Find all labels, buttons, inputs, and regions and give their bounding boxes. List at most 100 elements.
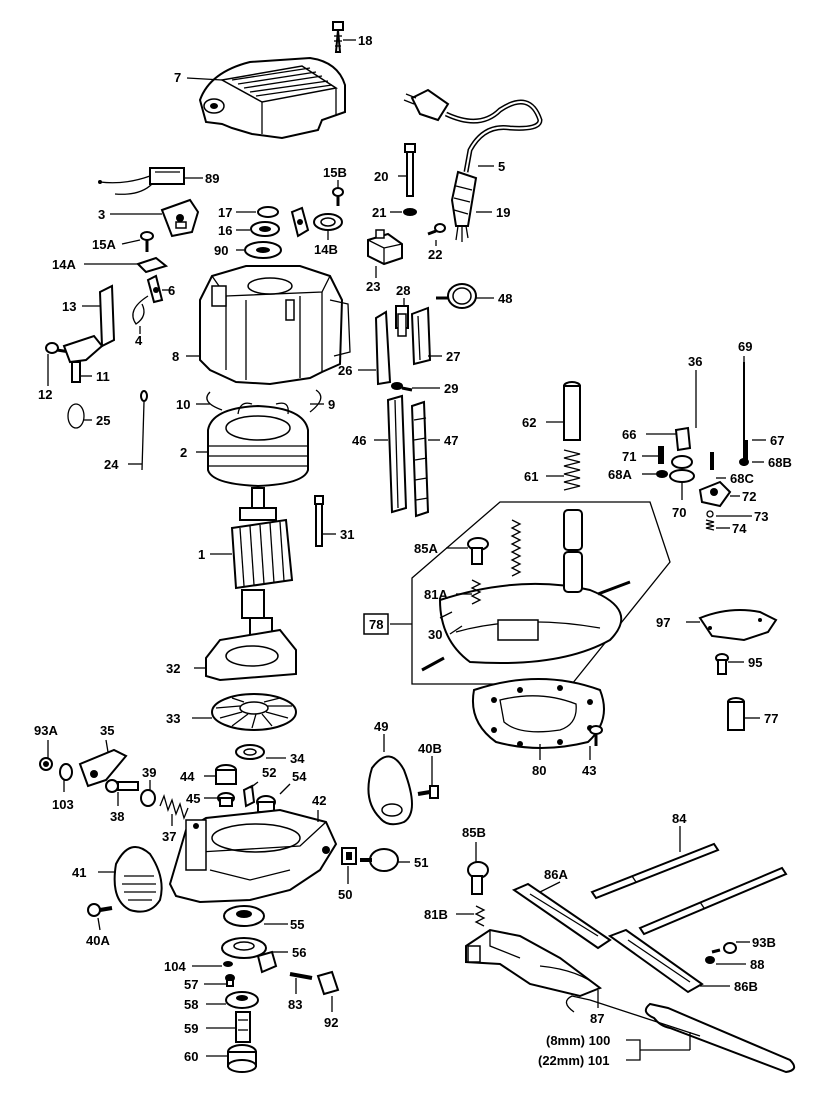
- label-14B: 14B: [314, 242, 338, 257]
- part-60-nut: [227, 1044, 257, 1073]
- part-4-wire: [132, 295, 149, 325]
- label-12: 12: [38, 387, 52, 402]
- part-54-nut: [256, 795, 276, 813]
- part-45-screw: [217, 792, 235, 807]
- label-62: 62: [522, 415, 536, 430]
- label-67: 67: [770, 433, 784, 448]
- part-95-screw: [715, 653, 729, 675]
- part-89-brush: [98, 167, 185, 195]
- label-81B: 81B: [424, 907, 448, 922]
- part-35-lever: [78, 748, 128, 788]
- part-7-top-housing: [198, 56, 346, 140]
- label-57: 57: [184, 977, 198, 992]
- label-31: 31: [340, 527, 354, 542]
- label-9: 9: [328, 397, 335, 412]
- part-84-guide-rods: [590, 842, 788, 936]
- label-78-box: [363, 613, 389, 635]
- part-32-baffle: [205, 628, 297, 682]
- label-16: 16: [218, 223, 232, 238]
- label-101: (22mm) 101: [538, 1053, 610, 1068]
- label-27: 27: [446, 349, 460, 364]
- label-51: 51: [414, 855, 428, 870]
- leader-lines: [47, 39, 766, 1061]
- label-30: 30: [428, 627, 442, 642]
- part-18-screw: [332, 21, 344, 53]
- part-80-base-plate: [472, 678, 605, 749]
- label-103: 103: [52, 797, 74, 812]
- label-68A: 68A: [608, 467, 632, 482]
- part-90-bearing: [244, 241, 282, 259]
- label-15B: 15B: [323, 165, 347, 180]
- part-59-collet: [235, 1011, 251, 1043]
- label-58: 58: [184, 997, 198, 1012]
- label-33: 33: [166, 711, 180, 726]
- label-17: 17: [218, 205, 232, 220]
- part-42-base-housing: [168, 808, 338, 904]
- part-46-guide: [386, 394, 408, 514]
- label-95: 95: [748, 655, 762, 670]
- label-100: (8mm) 100: [546, 1033, 610, 1048]
- part-93A-screw: [39, 757, 53, 771]
- label-84: 84: [672, 811, 687, 826]
- part-17-washer: [257, 206, 279, 218]
- part-41-handle: [113, 845, 163, 913]
- part-1-armature: [230, 487, 294, 643]
- part-48-knob: [436, 283, 477, 309]
- part-103-washer: [59, 763, 73, 781]
- part-15A-screw: [140, 231, 154, 252]
- part-20-long-screw: [404, 143, 416, 197]
- label-5: 5: [498, 159, 505, 174]
- label-46: 46: [352, 433, 366, 448]
- part-74-spring: [705, 519, 715, 531]
- label-87: 87: [590, 1011, 604, 1026]
- part-62-column: [563, 381, 581, 441]
- part-5-power-cord: [403, 88, 543, 173]
- label-29: 29: [444, 381, 458, 396]
- part-52-pin: [242, 784, 256, 808]
- label-86A: 86A: [544, 867, 568, 882]
- label-77: 77: [764, 711, 778, 726]
- part-51-knob: [360, 848, 399, 872]
- label-25: 25: [96, 413, 110, 428]
- label-1: 1: [198, 547, 205, 562]
- label-45: 45: [186, 791, 200, 806]
- label-93B: 93B: [752, 935, 776, 950]
- part-73-ring: [706, 510, 714, 518]
- label-40A: 40A: [86, 933, 110, 948]
- part-43-screw: [589, 725, 603, 746]
- label-34: 34: [290, 751, 305, 766]
- label-36: 36: [688, 354, 702, 369]
- label-68B: 68B: [768, 455, 792, 470]
- label-42: 42: [312, 793, 326, 808]
- label-70: 70: [672, 505, 686, 520]
- part-2-stator: [207, 402, 309, 488]
- label-60: 60: [184, 1049, 198, 1064]
- label-69: 69: [738, 339, 752, 354]
- label-88: 88: [750, 957, 764, 972]
- label-50: 50: [338, 887, 352, 902]
- part-100-101-wrench: [565, 995, 796, 1074]
- part-68A-nut: [656, 470, 668, 478]
- part-22-screw: [427, 223, 446, 236]
- part-55-bearing: [223, 905, 265, 927]
- label-90: 90: [214, 243, 228, 258]
- label-44: 44: [180, 769, 195, 784]
- label-39: 39: [142, 765, 156, 780]
- label-47: 47: [444, 433, 458, 448]
- label-3: 3: [98, 207, 105, 222]
- label-78: 78: [369, 617, 383, 632]
- label-52: 52: [262, 765, 276, 780]
- label-26: 26: [338, 363, 352, 378]
- part-40A-screw: [87, 903, 113, 917]
- label-49: 49: [374, 719, 388, 734]
- part-labels: 18 7 89 15B 20 5 3 17 16 14B 21 19 15A 9…: [34, 33, 792, 1068]
- label-32: 32: [166, 661, 180, 676]
- label-7: 7: [174, 70, 181, 85]
- part-97-plate: [698, 609, 778, 642]
- part-86B-guide-rail: [607, 928, 704, 994]
- part-38-screw: [105, 779, 139, 793]
- label-81A: 81A: [424, 587, 448, 602]
- part-50-lock: [341, 847, 357, 865]
- part-81A-spring: [470, 579, 482, 605]
- part-47-rack: [410, 400, 430, 518]
